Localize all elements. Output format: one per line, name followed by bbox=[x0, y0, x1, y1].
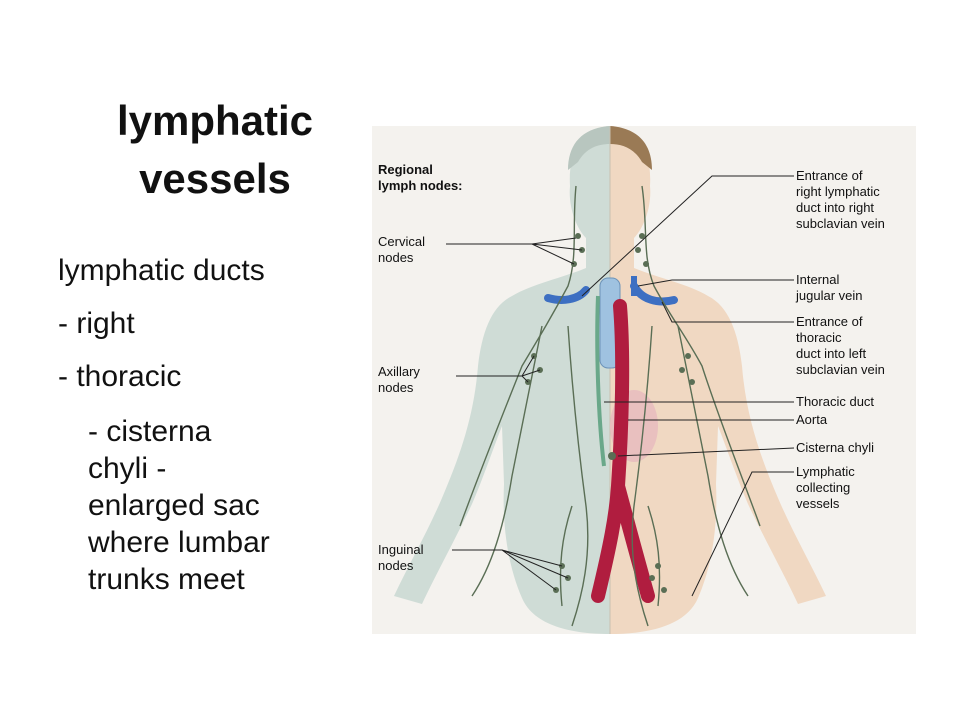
body-right-half bbox=[610, 126, 826, 634]
label-entrance-right-3: duct into right bbox=[796, 200, 874, 215]
label-entrance-left-1: Entrance of bbox=[796, 314, 863, 329]
label-thoracic-duct: Thoracic duct bbox=[796, 394, 874, 409]
title-line-2: vessels bbox=[139, 155, 291, 202]
right-subclavian-vein bbox=[544, 286, 590, 304]
label-entrance-left-4: subclavian vein bbox=[796, 362, 885, 377]
detail-line-3: enlarged sac bbox=[88, 489, 260, 522]
bullet-right: - right bbox=[58, 307, 135, 340]
leader-lines bbox=[446, 175, 795, 597]
lymphatic-system-diagram: Regional lymph nodes: Cervical nodes Axi… bbox=[372, 126, 916, 634]
label-regional-1: Regional bbox=[378, 162, 433, 177]
detail-line-1: - cisterna bbox=[88, 415, 212, 448]
hair bbox=[610, 126, 652, 170]
label-regional-2: lymph nodes: bbox=[378, 178, 463, 193]
aorta bbox=[591, 299, 655, 603]
label-jugular-1: Internal bbox=[796, 272, 839, 287]
label-axillary-2: nodes bbox=[378, 380, 414, 395]
label-entrance-right-1: Entrance of bbox=[796, 168, 863, 183]
lymphatic-network bbox=[459, 185, 761, 627]
bullet-heading: lymphatic ducts bbox=[58, 254, 265, 287]
label-cisterna: Cisterna chyli bbox=[796, 440, 874, 455]
label-cervical-2: nodes bbox=[378, 250, 414, 265]
label-entrance-right-2: right lymphatic bbox=[796, 184, 880, 199]
label-collecting-3: vessels bbox=[796, 496, 840, 511]
title-line-1: lymphatic bbox=[116, 97, 314, 144]
slide-title: lymphatic vessels bbox=[70, 92, 360, 208]
lymph-node-clusters bbox=[525, 233, 695, 593]
bullet-list: lymphatic ducts - right - thoracic - cis… bbox=[58, 244, 358, 596]
label-entrance-left-2: thoracic bbox=[796, 330, 842, 345]
body-silhouette bbox=[394, 126, 826, 634]
label-collecting-1: Lymphatic bbox=[796, 464, 855, 479]
label-aorta: Aorta bbox=[796, 412, 828, 427]
bullet-thoracic: - thoracic bbox=[58, 360, 182, 393]
label-cervical-1: Cervical bbox=[378, 234, 425, 249]
label-collecting-2: collecting bbox=[796, 480, 850, 495]
label-entrance-left-3: duct into left bbox=[796, 346, 866, 361]
label-inguinal-1: Inguinal bbox=[378, 542, 424, 557]
detail-line-5: trunks meet bbox=[88, 563, 245, 596]
label-inguinal-2: nodes bbox=[378, 558, 414, 573]
detail-line-2: chyli - bbox=[88, 452, 167, 485]
detail-line-4: where lumbar bbox=[88, 526, 270, 559]
bullet-cisterna-detail: - cisterna chyli - enlarged sac where lu… bbox=[88, 413, 358, 598]
hair-left bbox=[568, 126, 610, 170]
label-axillary-1: Axillary bbox=[378, 364, 420, 379]
thoracic-duct bbox=[595, 295, 606, 467]
label-entrance-right-4: subclavian vein bbox=[796, 216, 885, 231]
label-jugular-2: jugular vein bbox=[795, 288, 863, 303]
anatomy-illustration: Regional lymph nodes: Cervical nodes Axi… bbox=[378, 126, 885, 634]
body-left-half bbox=[394, 126, 610, 634]
